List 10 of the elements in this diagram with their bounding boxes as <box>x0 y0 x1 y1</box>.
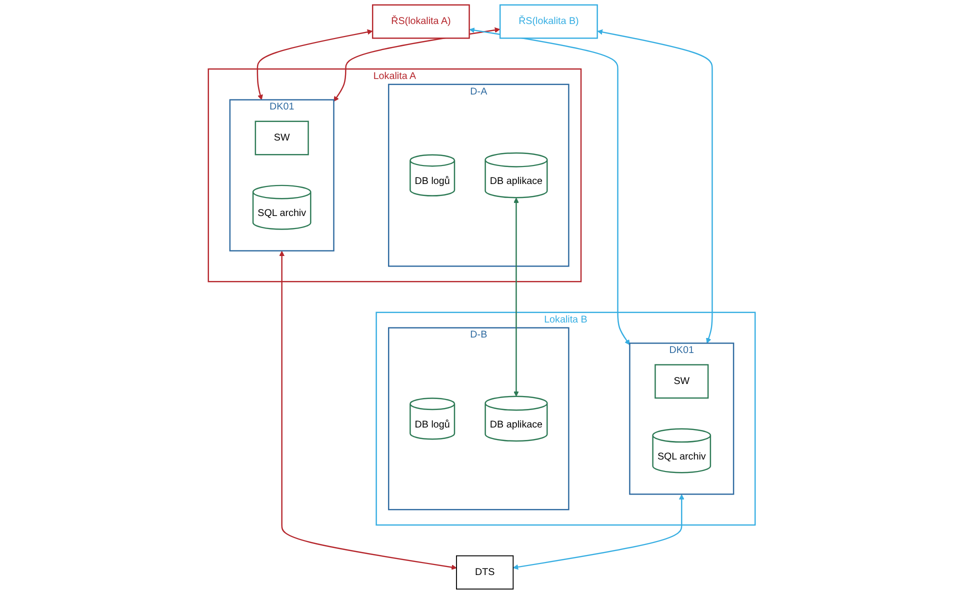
node-box: SW <box>255 120 310 156</box>
arrow <box>513 494 685 570</box>
node-box: ŘS(lokalita A) <box>372 4 470 39</box>
node-box: SW <box>654 364 709 399</box>
node-box: DTS <box>456 555 514 590</box>
arrow <box>514 198 520 397</box>
node-box: ŘS(lokalita B) <box>500 4 598 39</box>
arrow <box>257 29 373 100</box>
arrow <box>470 28 630 346</box>
arrow <box>598 29 714 344</box>
